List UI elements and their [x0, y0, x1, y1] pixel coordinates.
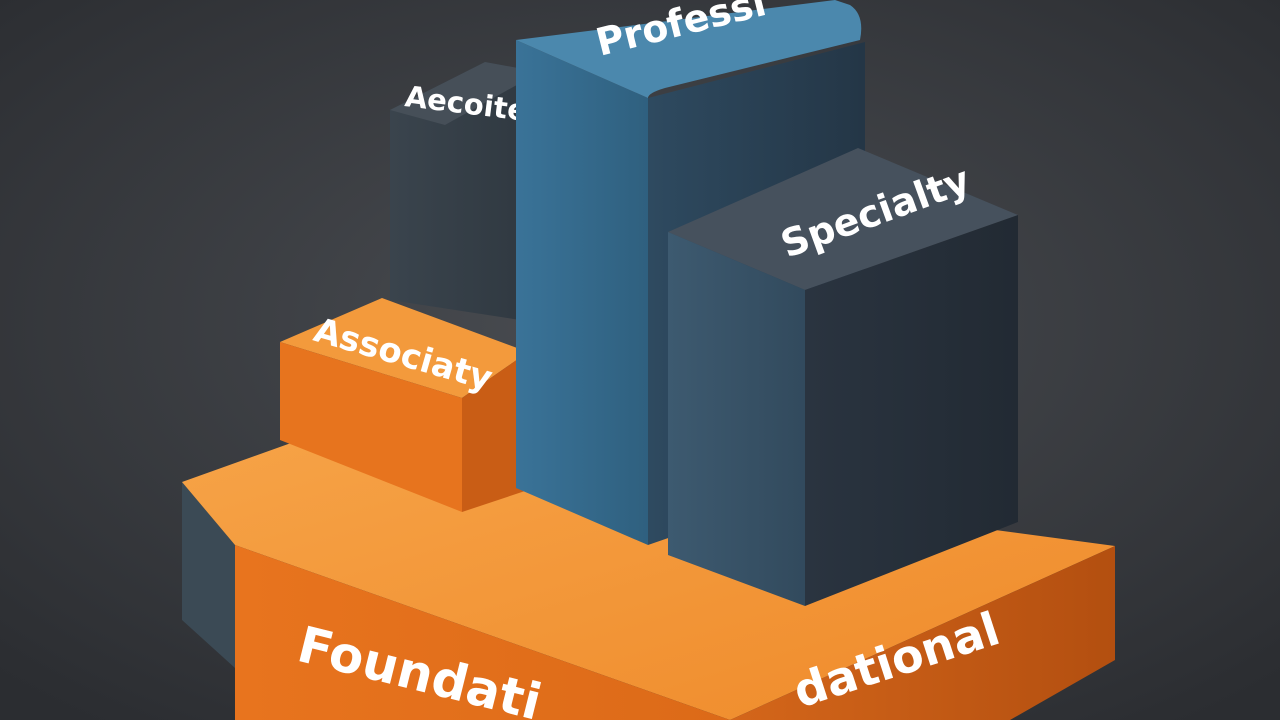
- foundational-block: Foundati dational: [182, 438, 1115, 720]
- foundational-right-face: [730, 546, 1115, 720]
- associate-back-top-face: [390, 62, 540, 125]
- foundational-top-face: [182, 438, 1115, 720]
- associate-small-block: Associaty: [280, 298, 528, 512]
- associate-back-front-face: [390, 62, 540, 320]
- professional-top-face: [516, 0, 862, 98]
- professional-front-face: [516, 40, 648, 545]
- associate-small-front-face: [280, 342, 462, 512]
- foundational-left-side: [182, 482, 235, 668]
- specialty-front-face: [668, 232, 805, 606]
- foundational-front-face: [235, 545, 730, 720]
- specialty-top-face: [668, 148, 1018, 290]
- associate-back-block: Aecoite: [390, 62, 540, 320]
- specialty-right-face: [805, 215, 1018, 606]
- associate-small-right-face: [462, 352, 528, 512]
- specialty-block: Specialty: [668, 148, 1018, 606]
- associate-small-top-face: [280, 298, 528, 398]
